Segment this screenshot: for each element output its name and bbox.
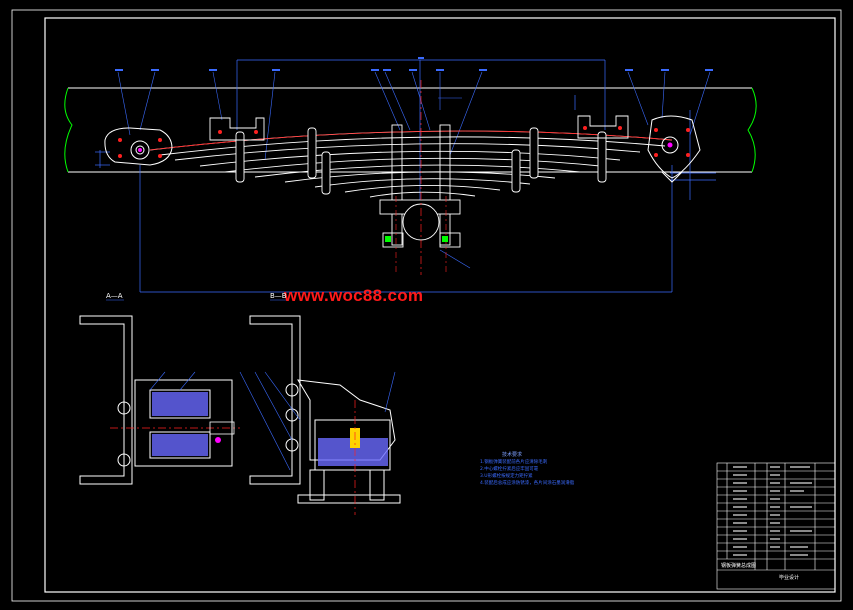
section-b-label: B—B (270, 292, 287, 300)
section-b-leaders (149, 371, 396, 471)
drawing-name: 钢板弹簧总成图 (721, 563, 757, 569)
front-hanger (104, 127, 173, 166)
leader-labels (115, 57, 713, 71)
title-block (716, 462, 836, 590)
notes-title: 技术要求 (502, 452, 523, 458)
school-name: 毕业设计 (779, 575, 800, 581)
title-block-cells (733, 466, 812, 556)
hanger-pin (138, 148, 142, 152)
shackle-pin (667, 142, 673, 148)
shackle-bolts (654, 128, 690, 157)
note-line: 3.U形螺栓按规定力矩拧紧 (480, 474, 533, 479)
hanger-bolts (118, 138, 162, 158)
note-line: 4.装配后总成应涂防锈漆，各片间涂石墨润滑脂 (480, 481, 575, 486)
leader-lines (117, 71, 711, 269)
note-line: 2.中心螺栓拧紧后应牢固可靠 (480, 467, 539, 472)
section-a-pin (209, 421, 235, 435)
leaf-spring-pack (149, 130, 673, 198)
u-bolts (379, 124, 461, 248)
watermark: www.woc88.com (284, 286, 424, 305)
section-a-label: A—A (106, 292, 123, 300)
spring-clips (235, 127, 607, 195)
section-a-nut (215, 437, 221, 443)
dimension-lines (95, 59, 716, 293)
u-bolt-nuts (385, 236, 448, 242)
pad-bolts (218, 126, 622, 134)
section-a-hatch (152, 392, 208, 456)
note-line: 1.钢板弹簧装配前各片应清除毛刺 (480, 460, 548, 465)
section-b-b (249, 315, 401, 504)
rear-shackle (647, 115, 701, 183)
pad-brackets (209, 115, 629, 141)
chassis-rail (64, 87, 757, 173)
technical-notes: 技术要求 1.钢板弹簧装配前各片应清除毛刺 2.中心螺栓拧紧后应牢固可靠 3.U… (480, 452, 574, 487)
outer-border (11, 9, 842, 602)
inner-border (44, 17, 836, 593)
